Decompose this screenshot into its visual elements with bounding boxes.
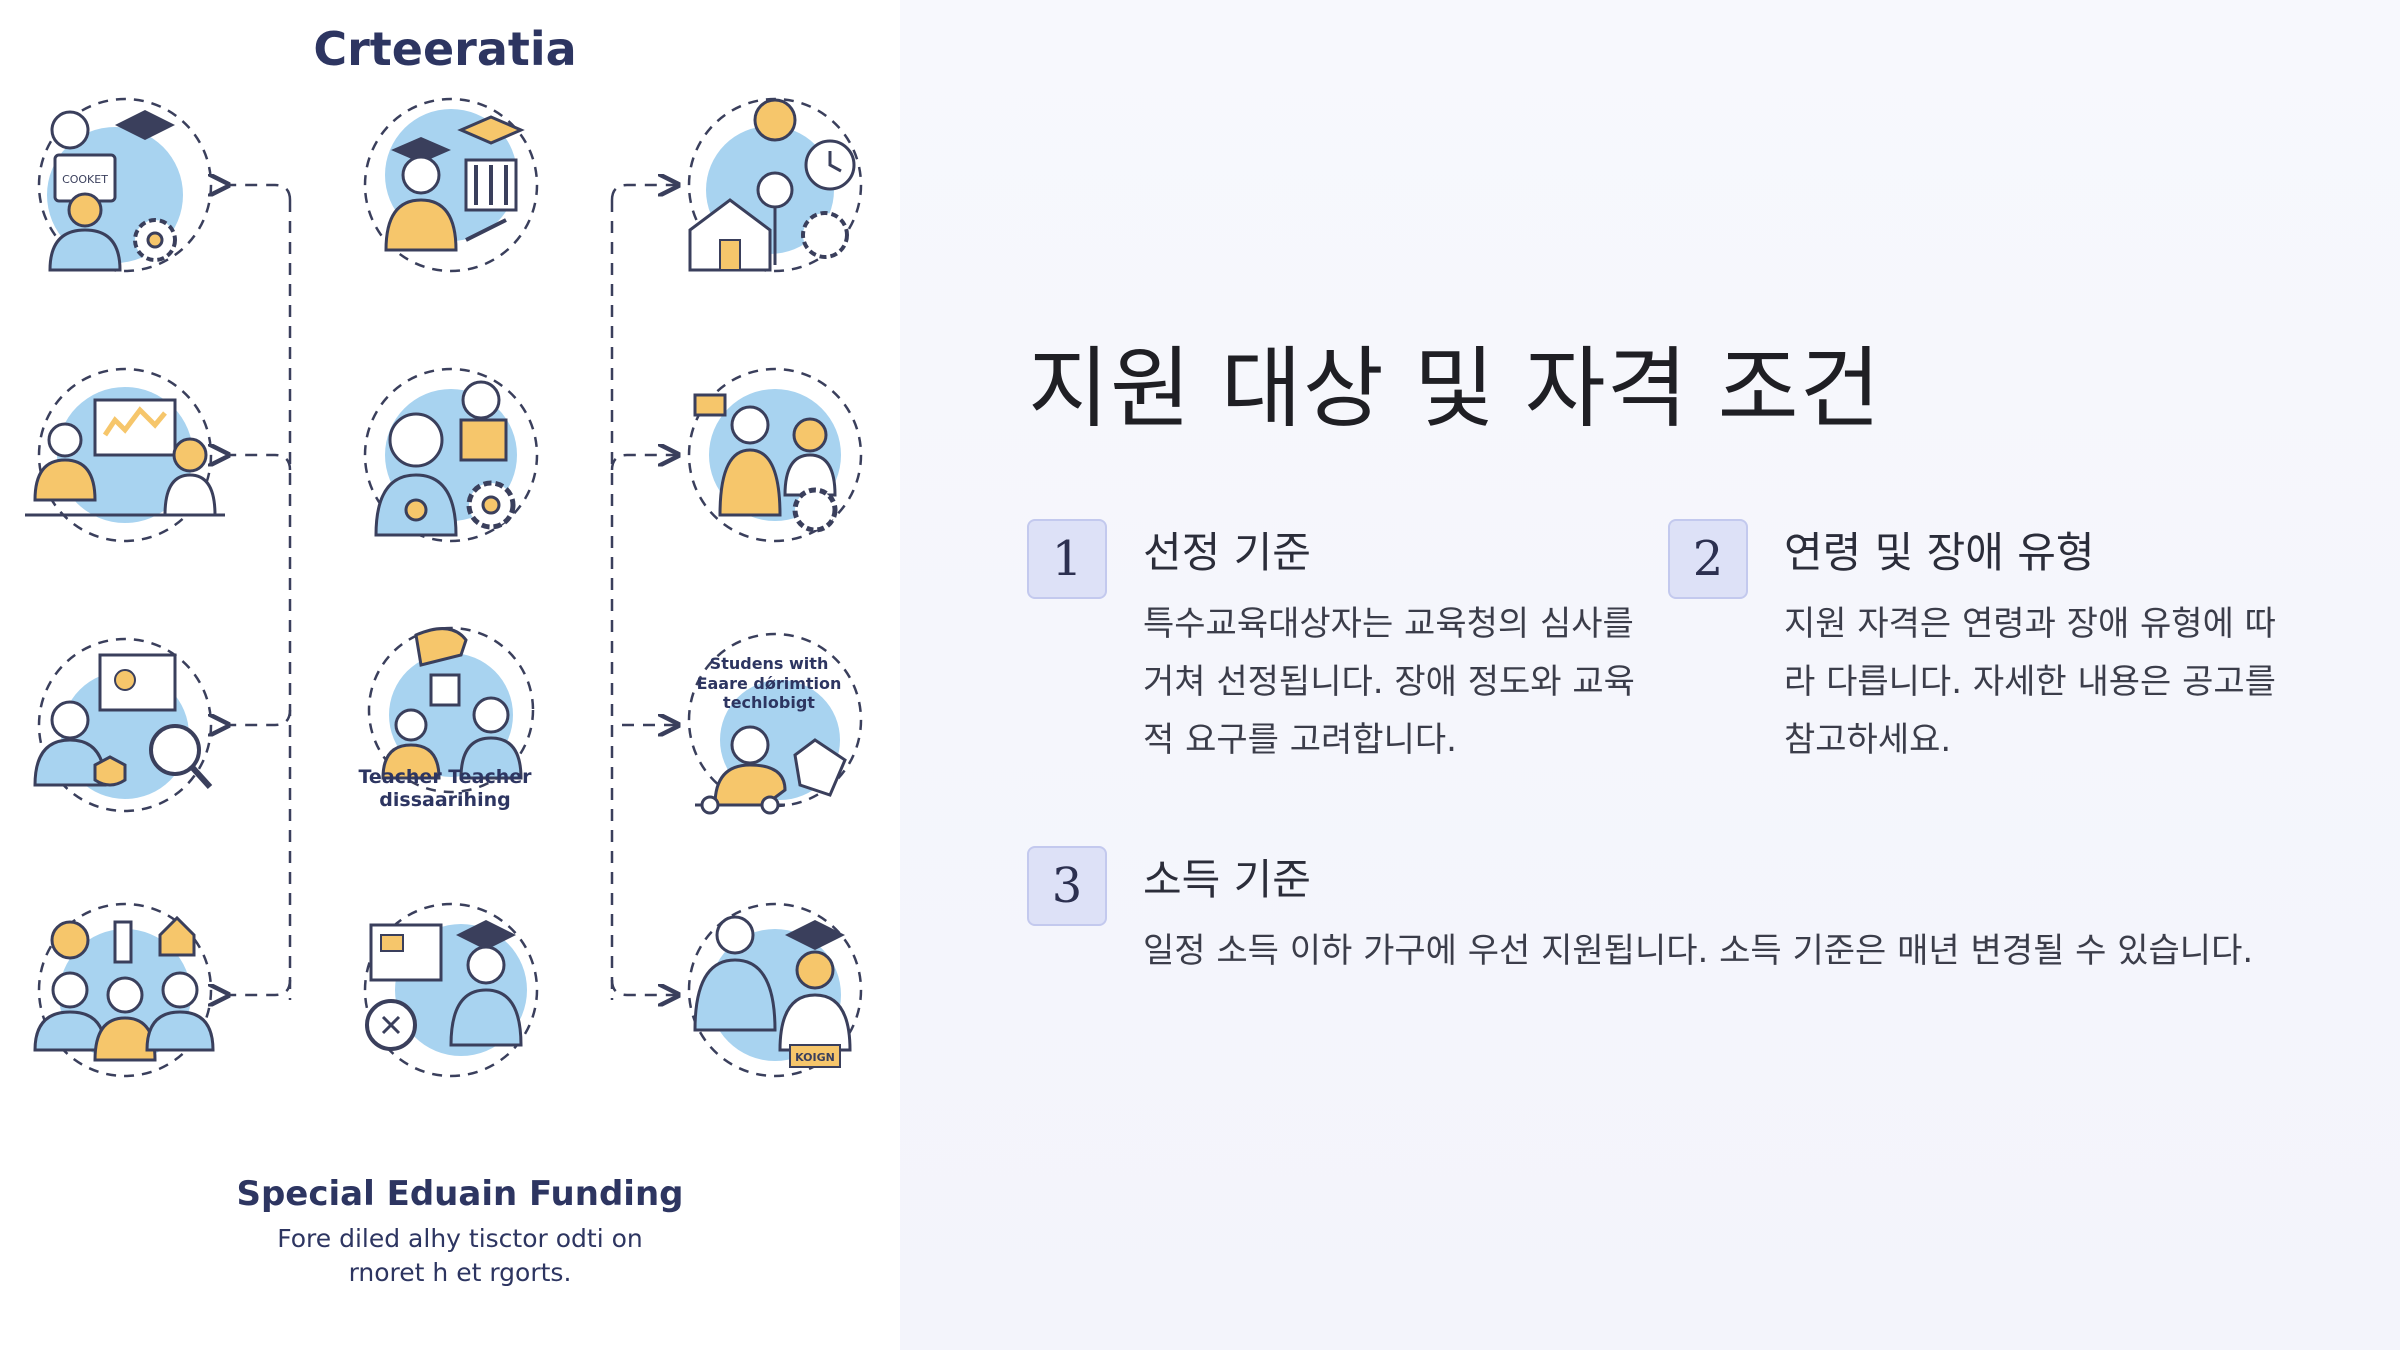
criterion-description: 일정 소득 이하 가구에 우선 지원됩니다. 소득 기준은 매년 변경될 수 있…: [1143, 931, 2254, 971]
criterion-description: 지원 자격은 연령과 장애 유형에 따라 다릅니다. 자세한 내용은 공고를 참…: [1784, 604, 2276, 760]
criterion-title: 선정 기준: [1143, 528, 1311, 577]
subtitle-line: rnoret h et rgorts.: [348, 1257, 572, 1287]
students-technology-caption: Studens with Eaare dǿrimtion techlobigt: [694, 654, 844, 713]
number-badge: 3: [1027, 846, 1107, 926]
infographic-panel: Crteeratia: [0, 0, 900, 1350]
number-badge: 1: [1027, 519, 1107, 599]
infographic-bottom-subtitle: Fore diled alhy tisctor odti on rnoret h…: [250, 1222, 670, 1290]
teacher-discussion-icon: [367, 626, 535, 794]
slide-heading: 지원 대상 및 자격 조건: [1028, 337, 1882, 440]
teacher-gear-icon: COOKET: [37, 97, 213, 273]
subtitle-line: Fore diled alhy tisctor odti on: [277, 1224, 643, 1253]
teacher-student-gear-icon: [687, 367, 863, 543]
infographic-diagram: COOKET: [25, 97, 863, 1078]
caption-line: Studens with: [709, 654, 829, 673]
caption-line: dissaarihing: [379, 789, 511, 812]
infographic-bottom-title: Special Eduain Funding: [236, 1174, 684, 1214]
caption-line: techlobigt: [723, 693, 815, 713]
graduate-document-icon: [363, 902, 539, 1078]
card-label: COOKET: [62, 173, 108, 186]
slide-content-panel: 지원 대상 및 자격 조건 1 선정 기준 특수교육대상자는 교육청의 심사를 …: [900, 0, 2400, 1350]
online-learning-search-icon: [33, 637, 213, 813]
student-accessibility-icon: [687, 632, 863, 815]
family-gear-icon: [363, 367, 539, 543]
criterion-title: 소득 기준: [1143, 855, 1311, 904]
caption-line: Eaare dǿrimtion: [696, 673, 842, 693]
graduate-award-icon: KOIGN: [687, 902, 863, 1078]
community-group-icon: [33, 902, 215, 1078]
criterion-title: 연령 및 장애 유형: [1784, 528, 2095, 577]
criterion-description: 특수교육대상자는 교육청의 심사를 거쳐 선정됩니다. 장애 정도와 교육적 요…: [1143, 604, 1635, 760]
teacher-caption: Teacher Teacher dissaarihing: [345, 766, 545, 812]
caption-line: Teacher Teacher: [358, 766, 532, 788]
award-label: KOIGN: [795, 1051, 835, 1064]
school-house-clock-icon: [687, 97, 863, 273]
infographic-title: Crteeratia: [313, 22, 577, 76]
students-presentation-icon: [25, 367, 225, 543]
connector-lines: [226, 185, 676, 1000]
graduate-building-icon: [363, 97, 539, 273]
number-badge: 2: [1668, 519, 1748, 599]
